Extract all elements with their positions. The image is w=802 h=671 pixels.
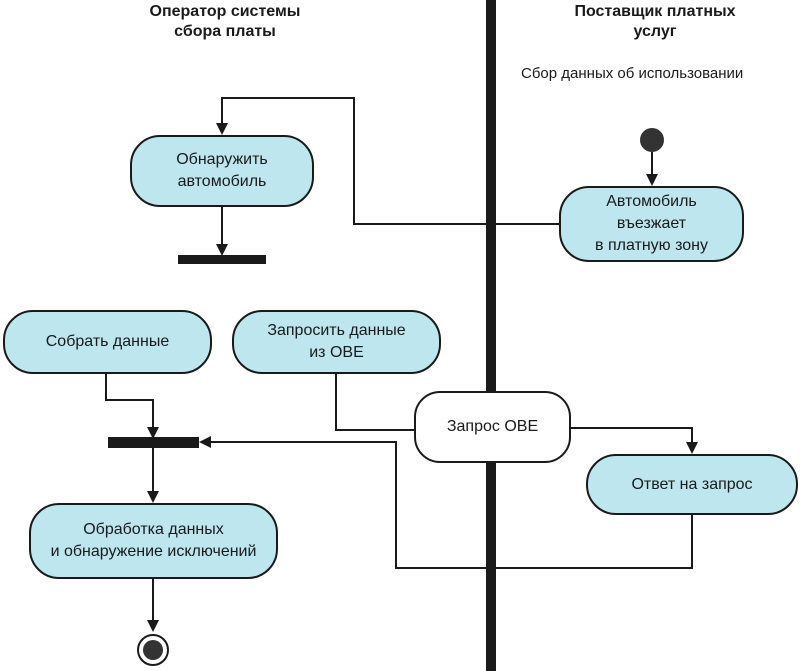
activity-process-data-label: Обработка данных и обнаружение исключени… [50,521,257,560]
activity-vehicle-enters[interactable]: Автомобиль въезжает в платную зону [559,186,744,262]
activity-collect-data-label: Собрать данные [45,333,170,350]
activity-request-obe-data[interactable]: Запросить данные из OBE [232,310,441,374]
swimlane-divider [486,0,496,671]
flow-vehicle-enters-to-detect [216,97,560,225]
activity-detect-vehicle-label: Обнаружить автомобиль [176,151,268,190]
sync-bar [108,437,199,448]
flow-response-to-sync [199,436,693,569]
initial-node [640,128,664,152]
activity-collect-data[interactable]: Собрать данные [3,310,212,374]
object-obe-request-label: Запрос OBE [446,418,539,435]
activity-vehicle-enters-label: Автомобиль въезжает в платную зону [595,193,708,254]
lane-title-right: Поставщик платных услуг [574,3,736,40]
flow-collect-to-sync [105,373,159,439]
activity-request-obe-data-label: Запросить данные из OBE [267,322,406,361]
flow-request-to-obe [335,373,415,431]
lane-title-left: Оператор системы сбора платы [149,3,301,40]
join-bar [178,255,266,264]
activity-request-response-label: Ответ на запрос [631,475,753,493]
final-node-core [143,640,163,660]
activity-request-response[interactable]: Ответ на запрос [586,454,798,515]
flow-obe-to-response [570,427,698,454]
activity-process-data[interactable]: Обработка данных и обнаружение исключени… [29,503,278,579]
activity-detect-vehicle[interactable]: Обнаружить автомобиль [130,135,314,207]
object-obe-request[interactable]: Запрос OBE [414,391,571,463]
lane-subtitle-right: Сбор данных об использовании [521,65,744,82]
